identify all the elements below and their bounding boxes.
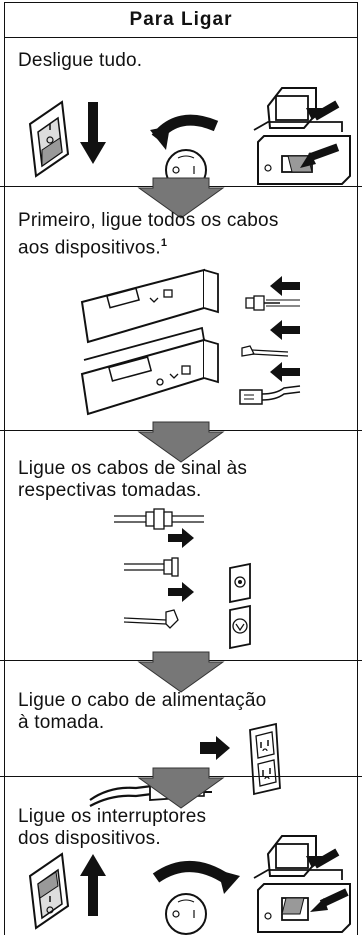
step-3-text-line2: respectivas tomadas. <box>18 480 202 501</box>
page-title: Para Ligar <box>4 2 358 38</box>
down-arrow-icon <box>137 767 225 809</box>
monitor-switch-icon <box>253 87 351 185</box>
step-2-text-line2-content: aos dispositivos. <box>18 237 161 259</box>
power-outlet-icon <box>249 722 281 796</box>
step-2-text-line2: aos dispositivos.1 <box>18 232 167 259</box>
knob-rotate-icon <box>152 861 240 935</box>
instruction-frame <box>4 2 358 935</box>
footnote-marker: 1 <box>160 237 168 249</box>
step-5-text-line1: Ligue os interruptores <box>18 806 207 827</box>
down-arrow-icon <box>137 651 225 693</box>
device-front-icon <box>80 268 219 416</box>
step-1-text: Desligue tudo. <box>18 50 143 71</box>
switch-off-icon <box>28 100 106 178</box>
step-2-text-line1: Primeiro, ligue todos os cabos <box>18 210 279 231</box>
down-arrow-icon <box>137 177 225 219</box>
switch-on-icon <box>28 852 106 930</box>
wall-outlet-icon <box>229 562 251 650</box>
step-3-text-line1: Ligue os cabos de sinal às <box>18 458 248 479</box>
cable-connector-icon <box>239 276 301 405</box>
signal-cable-icon <box>114 508 204 629</box>
monitor-switch-icon <box>253 835 351 933</box>
step-4-text-line2: à tomada. <box>18 712 105 733</box>
down-arrow-icon <box>137 421 225 463</box>
step-5-text-line2: dos dispositivos. <box>18 828 161 849</box>
step-4-text-line1: Ligue o cabo de alimentação <box>18 690 267 711</box>
